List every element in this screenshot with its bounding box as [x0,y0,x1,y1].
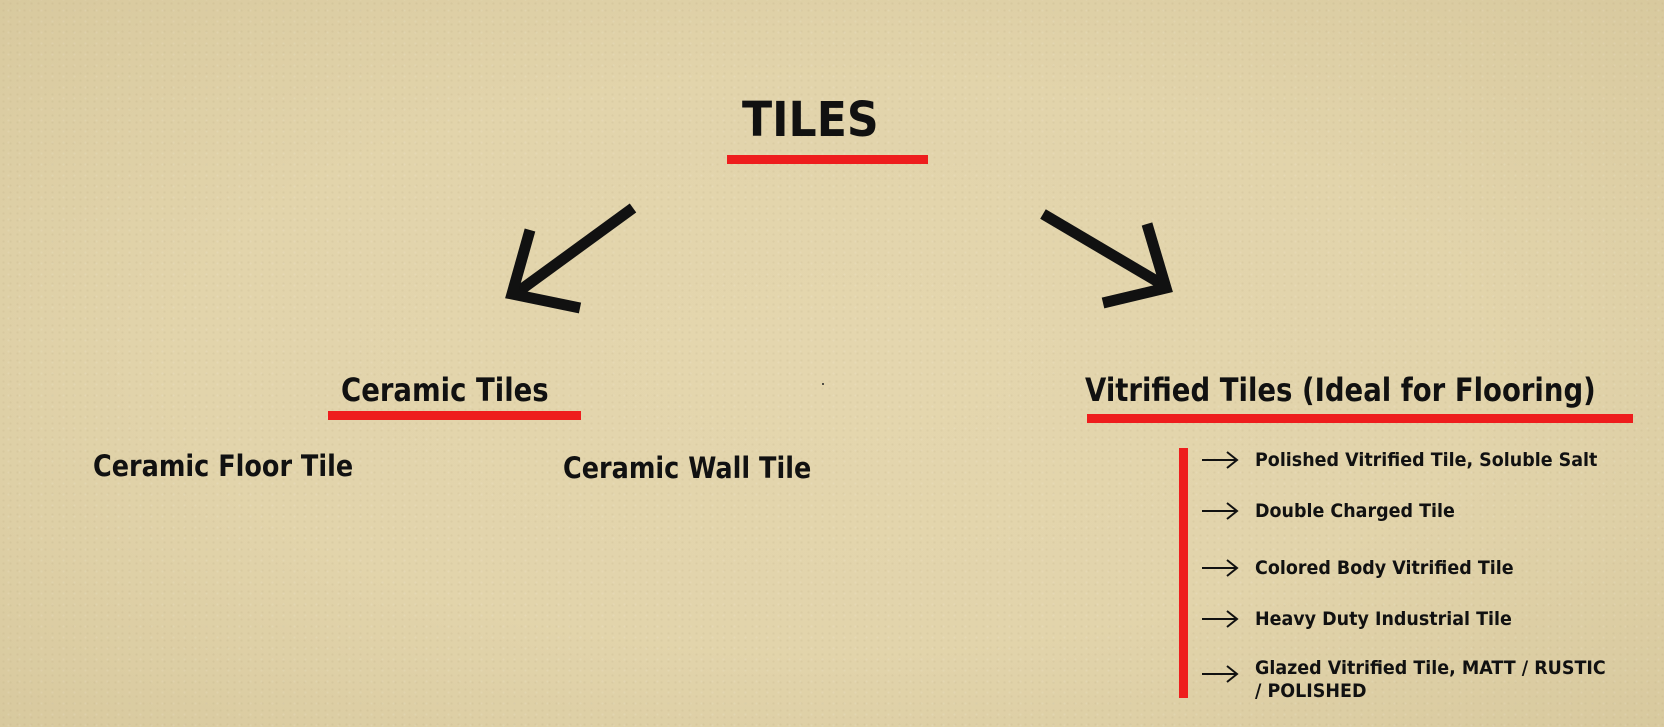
ceramic-heading: Ceramic Tiles [341,371,549,409]
vitrified-item-label: Double Charged Tile [1255,500,1455,522]
right-arrow-icon [1202,665,1239,683]
vitrified-heading: Vitrified Tiles (Ideal for Flooring) [1085,371,1596,409]
vitrified-underline [1087,414,1633,423]
vitrified-list-item: Double Charged Tile [1201,498,1472,524]
right-arrow-icon [1202,559,1239,577]
stray-dot [822,383,824,385]
arrow-to-ceramic [505,203,637,314]
vitrified-item-label: Colored Body Vitrified Tile [1255,557,1514,579]
ceramic-wall-tile: Ceramic Wall Tile [563,451,812,485]
right-arrow-icon [1202,502,1239,520]
vitrified-item-label: Heavy Duty Industrial Tile [1255,608,1512,630]
arrow-to-vitrified [1040,209,1173,309]
right-arrow-icon [1202,451,1239,469]
diagram-title: TILES [742,92,879,148]
ceramic-underline [328,411,581,420]
vitrified-list-item: Polished Vitrified Tile, Soluble Salt [1201,447,1627,473]
vitrified-list-bar [1179,448,1188,698]
ceramic-floor-tile: Ceramic Floor Tile [93,449,354,483]
vitrified-item-label: Glazed Vitrified Tile, MATT / RUSTIC / P… [1255,657,1606,702]
vitrified-list-item: Glazed Vitrified Tile, MATT / RUSTIC / P… [1201,657,1636,703]
vitrified-item-label: Polished Vitrified Tile, Soluble Salt [1255,449,1598,471]
right-arrow-icon [1202,610,1239,628]
title-underline [727,155,928,164]
vitrified-list-item: Heavy Duty Industrial Tile [1201,606,1534,632]
vitrified-list-item: Colored Body Vitrified Tile [1201,555,1536,581]
